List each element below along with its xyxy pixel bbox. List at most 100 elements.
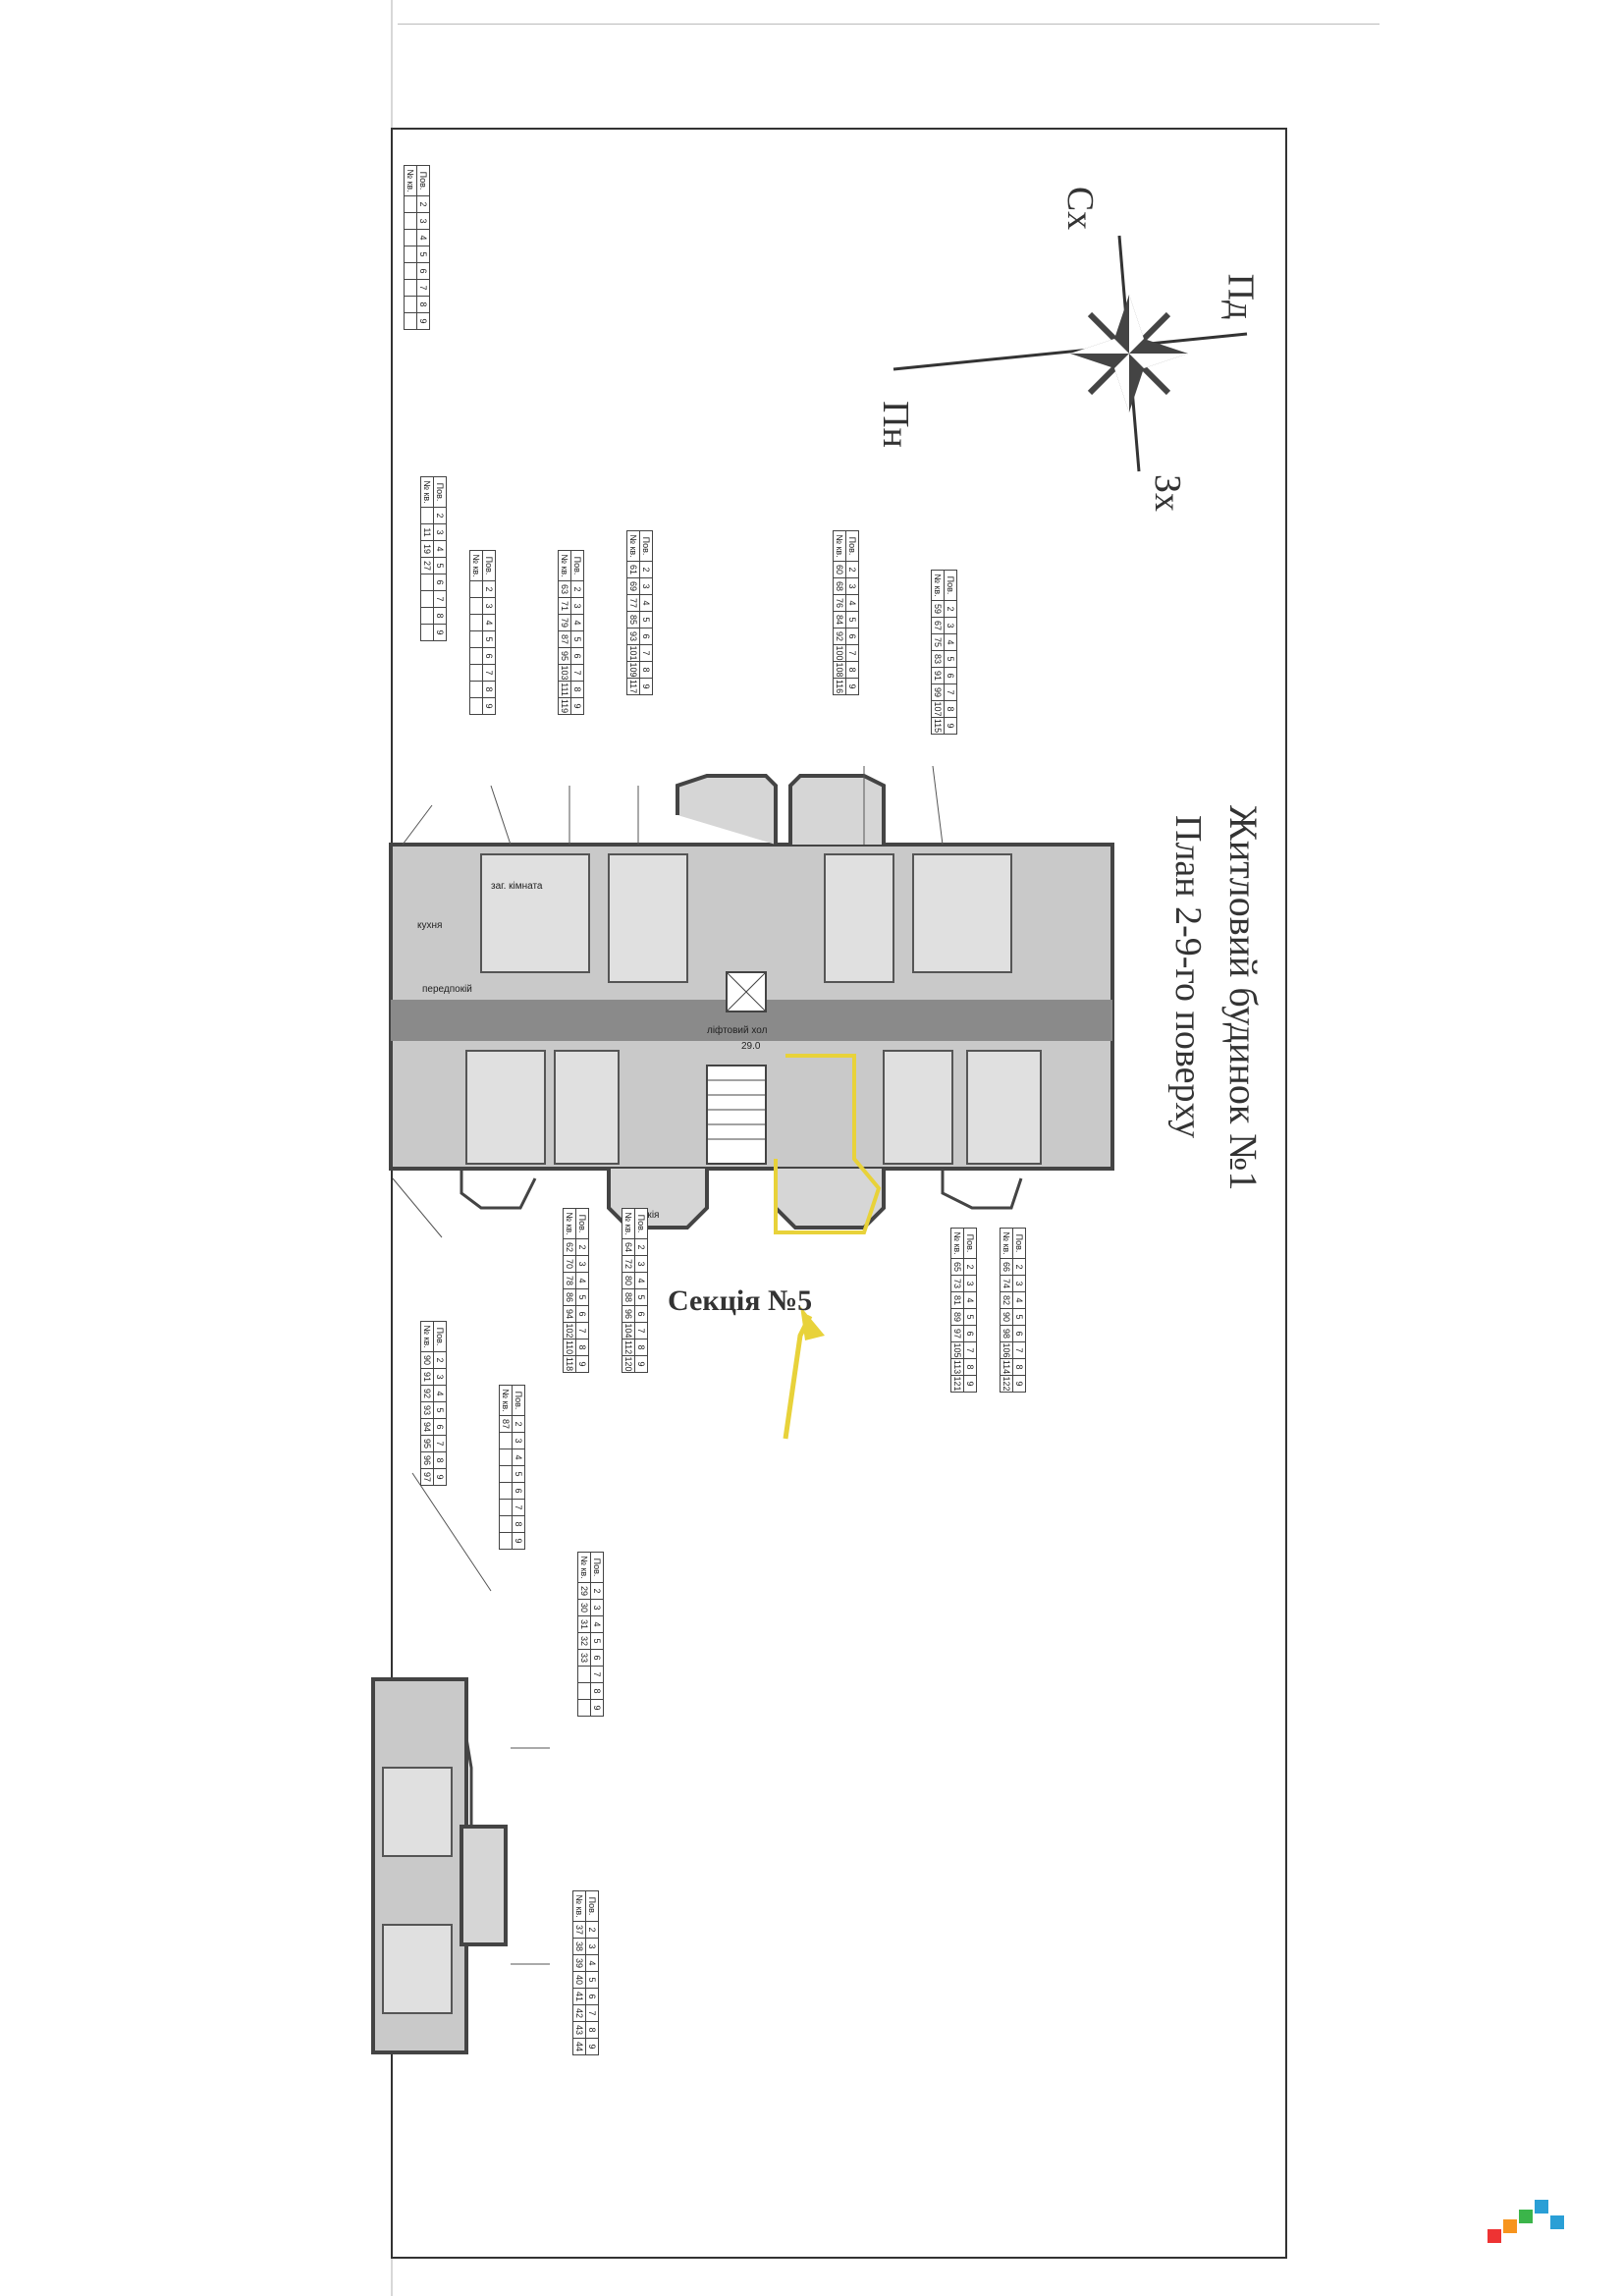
apartment-cell xyxy=(499,1449,513,1466)
floor-cell: 9 xyxy=(482,697,496,715)
apartment-cell: 65 xyxy=(950,1258,964,1276)
floor-cell: 6 xyxy=(944,667,957,684)
floor-cell: 2 xyxy=(639,561,653,578)
floor-header: Пов. xyxy=(845,530,859,562)
apartment-cell: 64 xyxy=(622,1238,635,1256)
floor-cell: 5 xyxy=(433,1401,447,1419)
floor-cell: 2 xyxy=(416,195,430,213)
floor-cell: 5 xyxy=(570,630,584,648)
floor-cell: 2 xyxy=(1012,1258,1026,1276)
apartment-cell: 92 xyxy=(833,628,846,645)
apartment-cell: 60 xyxy=(833,561,846,578)
floor-cell: 3 xyxy=(634,1255,648,1273)
apartment-cell: 118 xyxy=(563,1355,576,1373)
floor-cell: 3 xyxy=(590,1599,604,1616)
apartment-cell xyxy=(499,1482,513,1500)
floor-cell: 6 xyxy=(575,1305,589,1323)
floor-header: Пов. xyxy=(634,1208,648,1239)
floor-cell: 2 xyxy=(433,1351,447,1369)
apartment-cell: 68 xyxy=(833,577,846,595)
floor-cell: 8 xyxy=(575,1339,589,1356)
floor-cell: 2 xyxy=(585,1921,599,1939)
apartment-cell: 117 xyxy=(626,678,640,695)
floor-cell: 8 xyxy=(570,681,584,698)
apartment-cell: 44 xyxy=(572,2038,586,2055)
floor-cell: 5 xyxy=(634,1288,648,1306)
floor-cell: 5 xyxy=(845,611,859,629)
apartment-cell: 72 xyxy=(622,1255,635,1273)
floor-cell: 4 xyxy=(512,1449,525,1466)
apartment-cell: 78 xyxy=(563,1272,576,1289)
apartment-cell: 33 xyxy=(577,1649,591,1667)
floor-cell: 5 xyxy=(590,1632,604,1650)
floor-cell: 6 xyxy=(1012,1325,1026,1342)
apartment-cell: 108 xyxy=(833,661,846,679)
corridor-label: передпокій xyxy=(422,984,472,995)
floor-cell: 5 xyxy=(963,1308,977,1326)
apartment-cell xyxy=(404,229,417,246)
floor-cell: 7 xyxy=(433,1435,447,1452)
drawing-frame xyxy=(391,128,1287,2259)
apartment-cell xyxy=(404,296,417,313)
floor-cell: 9 xyxy=(845,678,859,695)
apartment-cell: 81 xyxy=(950,1291,964,1309)
floor-header: Пов. xyxy=(482,550,496,581)
floor-cell: 4 xyxy=(433,1385,447,1402)
apartment-cell xyxy=(499,1532,513,1550)
apartment-cell xyxy=(420,574,434,591)
apartment-cell: 97 xyxy=(420,1468,434,1486)
floor-cell: 2 xyxy=(482,580,496,598)
floor-cell: 7 xyxy=(570,664,584,682)
floor-cell: 6 xyxy=(512,1482,525,1500)
floor-header: Пов. xyxy=(512,1385,525,1416)
apartment-cell: 42 xyxy=(572,2004,586,2022)
apartment-cell: 101 xyxy=(626,644,640,662)
floor-cell: 2 xyxy=(944,600,957,618)
floor-cell: 5 xyxy=(433,557,447,574)
floor-cell: 7 xyxy=(845,644,859,662)
floor-cell: 7 xyxy=(634,1322,648,1339)
apartment-cell xyxy=(420,590,434,608)
floor-header: Пов. xyxy=(585,1890,599,1922)
floor-cell: 9 xyxy=(416,312,430,330)
apartment-cell: 19 xyxy=(420,540,434,558)
apartment-cell: 99 xyxy=(931,683,945,701)
floor-cell: 4 xyxy=(1012,1291,1026,1309)
apartment-cell: 59 xyxy=(931,600,945,618)
apartment-cell: 40 xyxy=(572,1971,586,1989)
apartment-header: № кв. xyxy=(469,550,483,581)
apartment-cell: 27 xyxy=(420,557,434,574)
floor-cell: 6 xyxy=(845,628,859,645)
floor-cell: 7 xyxy=(944,683,957,701)
apartment-cell: 94 xyxy=(563,1305,576,1323)
apartment-cell: 87 xyxy=(558,630,571,648)
apartment-cell: 61 xyxy=(626,561,640,578)
floor-cell: 8 xyxy=(1012,1358,1026,1376)
floor-header: Пов. xyxy=(639,530,653,562)
apartment-cell: 103 xyxy=(558,664,571,682)
floor-cell: 6 xyxy=(433,574,447,591)
apartment-cell: 79 xyxy=(558,614,571,631)
floor-cell: 3 xyxy=(433,523,447,541)
apartment-cell xyxy=(577,1682,591,1700)
apartment-cell: 87 xyxy=(499,1415,513,1433)
apartment-cell: 100 xyxy=(833,644,846,662)
floor-cell: 6 xyxy=(433,1418,447,1436)
floor-cell: 3 xyxy=(416,212,430,230)
apartment-cell xyxy=(469,681,483,698)
apartment-cell: 96 xyxy=(622,1305,635,1323)
apartment-cell: 105 xyxy=(950,1341,964,1359)
apartment-cell: 116 xyxy=(833,678,846,695)
floor-cell: 5 xyxy=(585,1971,599,1989)
apartment-cell xyxy=(404,246,417,263)
floor-cell: 3 xyxy=(944,617,957,634)
apartment-cell: 95 xyxy=(420,1435,434,1452)
